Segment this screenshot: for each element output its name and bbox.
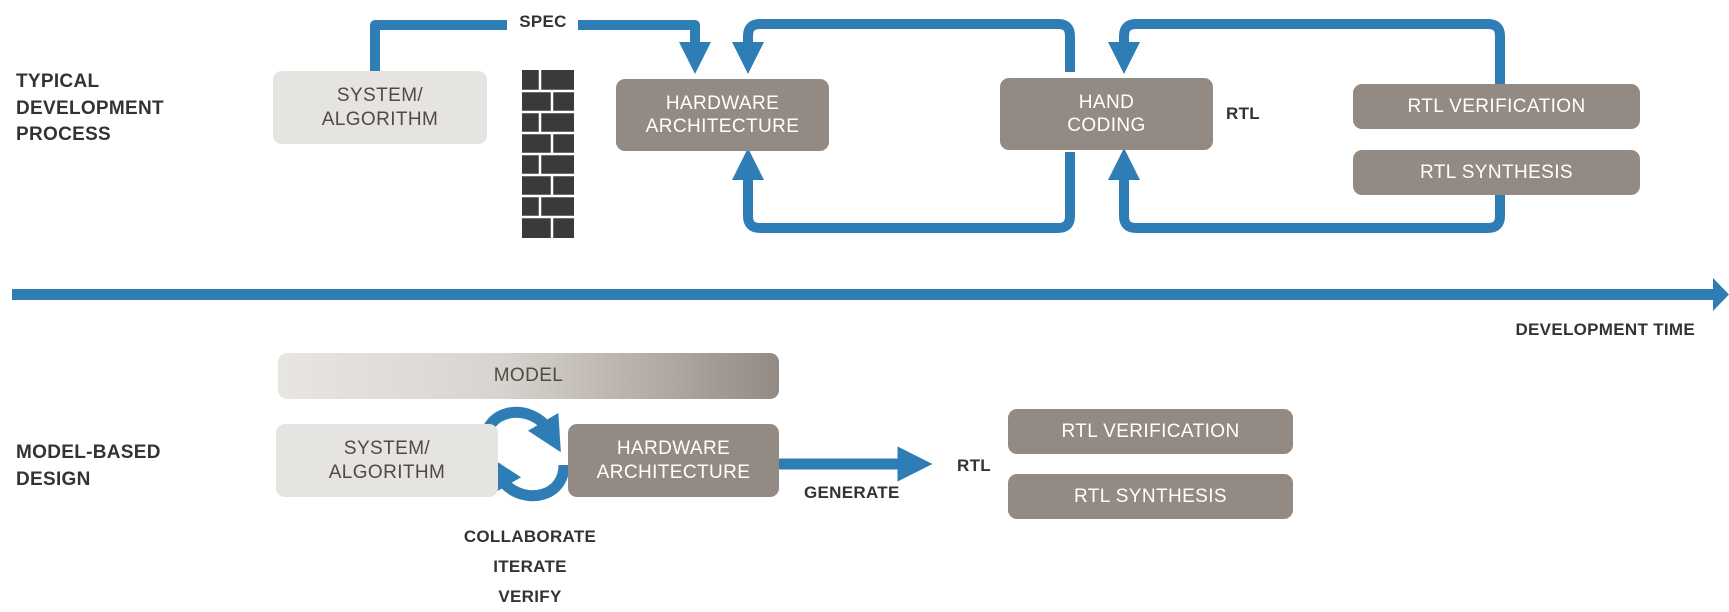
typical-rtl-verification-box: RTL VERIFICATION (1353, 84, 1640, 129)
typical-system-algorithm-box: SYSTEM/ ALGORITHM (273, 71, 487, 144)
model-rtl-verification-box: RTL VERIFICATION (1008, 409, 1293, 454)
model-rtl-label: RTL (957, 456, 991, 475)
model-hardware-architecture-box: HARDWARE ARCHITECTURE (568, 424, 779, 497)
spec-label: SPEC (519, 12, 567, 31)
typical-rtl-label: RTL (1226, 104, 1260, 123)
brick-wall-icon (522, 70, 574, 238)
typical-hardware-architecture-box: HARDWARE ARCHITECTURE (616, 79, 829, 151)
hand-coding-box: HAND CODING (1000, 78, 1213, 150)
spec-arrow-right (578, 20, 712, 75)
rtl-loop-top-arrow (1107, 19, 1505, 84)
typical-process-title: TYPICAL DEVELOPMENT PROCESS (16, 71, 164, 146)
timeline-arrowhead (1713, 278, 1729, 311)
generate-label: GENERATE (804, 483, 900, 502)
timeline-bar (12, 289, 1717, 300)
model-system-algorithm-box: SYSTEM/ ALGORITHM (276, 424, 498, 497)
collaborate-iterate-verify-label: COLLABORATE ITERATE VERIFY (463, 527, 597, 606)
spec-arrow-left (370, 20, 507, 72)
arch-loop-bottom-arrow (731, 147, 1075, 233)
model-based-title: MODEL-BASED DESIGN (16, 442, 161, 490)
rtl-loop-bottom-arrow (1107, 147, 1505, 233)
cycle-bottom-arrow (488, 455, 570, 502)
model-rtl-synthesis-box: RTL SYNTHESIS (1008, 474, 1293, 519)
model-box: MODEL (278, 353, 779, 399)
arch-loop-top-arrow (731, 19, 1075, 75)
typical-rtl-synthesis-box: RTL SYNTHESIS (1353, 150, 1640, 195)
development-time-label: DEVELOPMENT TIME (1515, 320, 1695, 339)
